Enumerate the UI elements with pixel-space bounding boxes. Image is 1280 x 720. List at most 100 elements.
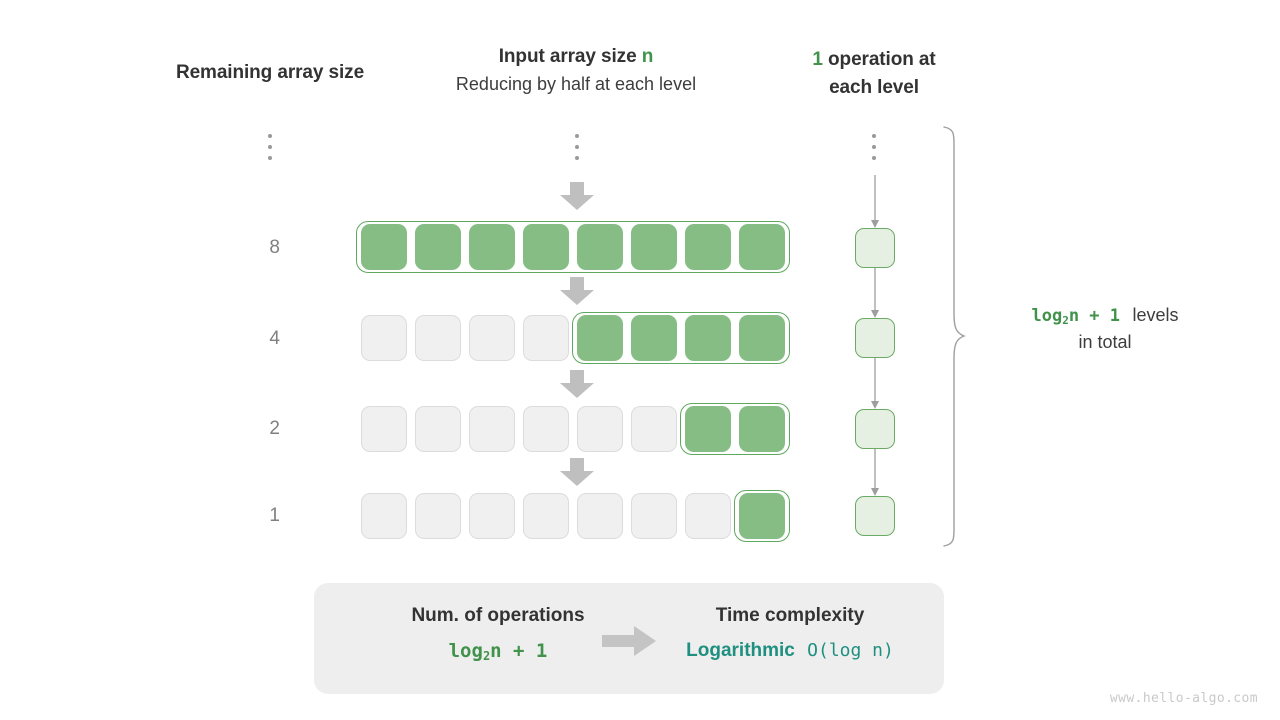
array-cell-active — [577, 315, 623, 361]
summary-operations-column: Num. of operations log2n + 1 — [338, 605, 658, 663]
active-segment-outline — [734, 490, 790, 542]
side-note-text-after: levels — [1132, 305, 1179, 325]
array-cell-active — [415, 224, 461, 270]
side-note-levels-total: log2n + 1 levels in total — [990, 302, 1220, 355]
down-arrow-icon — [560, 182, 594, 210]
summary-left-value: log2n + 1 — [338, 640, 658, 663]
array-cell-inactive — [631, 406, 677, 452]
array-row — [361, 312, 794, 366]
row-label-1: 1 — [269, 505, 280, 526]
array-cell-inactive — [577, 406, 623, 452]
dot — [872, 134, 876, 138]
operation-box — [855, 496, 895, 536]
summary-right-value-notation: O(log n) — [807, 640, 894, 661]
operation-box — [855, 228, 895, 268]
array-cell-inactive — [685, 493, 731, 539]
side-note-line2: in total — [1078, 331, 1132, 352]
header-right-line1: 1 operation at — [774, 46, 974, 74]
down-arrow-icon — [560, 277, 594, 305]
array-cell-active — [739, 315, 785, 361]
right-arrow-icon — [602, 626, 656, 661]
dot — [268, 156, 272, 160]
array-cell-active — [523, 224, 569, 270]
dot — [268, 145, 272, 149]
array-cell-active — [361, 224, 407, 270]
ellipsis-operation-column — [869, 134, 879, 160]
row-label-2: 2 — [269, 418, 280, 439]
array-cell-active — [685, 315, 731, 361]
array-cell-inactive — [361, 493, 407, 539]
array-row — [361, 403, 794, 457]
array-cell-inactive — [631, 493, 677, 539]
operation-box — [855, 318, 895, 358]
array-cell-inactive — [523, 406, 569, 452]
level-count-brace — [940, 124, 966, 549]
array-cell-active — [469, 224, 515, 270]
dot — [575, 156, 579, 160]
ellipsis-left-column — [265, 134, 275, 160]
dot — [872, 145, 876, 149]
header-right-count: 1 — [812, 49, 823, 70]
array-cell-inactive — [415, 406, 461, 452]
down-arrow-icon — [560, 370, 594, 398]
operation-box — [855, 409, 895, 449]
summary-left-title: Num. of operations — [411, 605, 585, 626]
array-cell-inactive — [577, 493, 623, 539]
side-note-formula: log2n + 1 — [1031, 306, 1121, 327]
active-segment-outline — [680, 403, 790, 455]
side-note-formula-prefix: log — [1031, 306, 1063, 326]
array-cell-inactive — [523, 493, 569, 539]
array-cell-active — [685, 224, 731, 270]
array-row — [356, 221, 794, 275]
array-cell-inactive — [469, 493, 515, 539]
summary-right-title: Time complexity — [715, 605, 865, 626]
summary-left-value-suffix: n + 1 — [490, 640, 548, 662]
array-cell-inactive — [415, 493, 461, 539]
array-cell-inactive — [361, 315, 407, 361]
header-middle-subtitle: Reducing by half at each level — [455, 74, 697, 94]
watermark: www.hello-algo.com — [1109, 691, 1258, 706]
summary-box: Num. of operations log2n + 1 Time comple… — [314, 583, 944, 694]
summary-complexity-column: Time complexity Logarithmic O(log n) — [650, 605, 930, 662]
summary-right-value-name: Logarithmic — [686, 640, 795, 661]
dot — [268, 134, 272, 138]
header-left-label: Remaining array size — [175, 62, 365, 83]
active-segment-outline — [572, 312, 790, 364]
operation-flow-arrow-icon — [869, 268, 881, 318]
array-cell-inactive — [523, 315, 569, 361]
down-arrow-icon — [560, 458, 594, 486]
ellipsis-array-column — [572, 134, 582, 160]
header-operations-per-level: 1 operation at each level — [774, 46, 974, 101]
array-cell-inactive — [361, 406, 407, 452]
summary-right-value: Logarithmic O(log n) — [650, 640, 930, 662]
operation-flow-arrow-icon — [869, 175, 881, 228]
array-cell-active — [739, 224, 785, 270]
operation-flow-arrow-icon — [869, 358, 881, 409]
array-cell-inactive — [469, 406, 515, 452]
row-label-4: 4 — [269, 328, 280, 349]
dot — [575, 145, 579, 149]
header-input-array-size: Input array size n Reducing by half at e… — [406, 46, 746, 95]
summary-left-value-subscript: 2 — [482, 649, 491, 663]
dot — [575, 134, 579, 138]
array-cell-active — [577, 224, 623, 270]
header-remaining-array-size: Remaining array size — [0, 62, 540, 84]
array-row — [361, 490, 794, 544]
summary-left-value-prefix: log — [448, 640, 483, 662]
side-note-formula-suffix: n + 1 — [1068, 306, 1121, 326]
array-cell-inactive — [415, 315, 461, 361]
operation-flow-arrow-icon — [869, 449, 881, 496]
row-label-8: 8 — [269, 237, 280, 258]
array-cell-active — [631, 315, 677, 361]
header-right-line2: each level — [829, 76, 919, 98]
side-note-formula-subscript: 2 — [1062, 314, 1069, 327]
header-middle-title-variable: n — [641, 46, 654, 67]
active-segment-outline — [356, 221, 790, 273]
dot — [872, 156, 876, 160]
array-cell-active — [739, 493, 785, 539]
header-middle-title: Input array size n — [406, 46, 746, 68]
array-cell-active — [631, 224, 677, 270]
header-middle-title-text: Input array size — [498, 46, 642, 67]
array-cell-active — [739, 406, 785, 452]
header-right-line1-text: operation at — [822, 49, 936, 70]
